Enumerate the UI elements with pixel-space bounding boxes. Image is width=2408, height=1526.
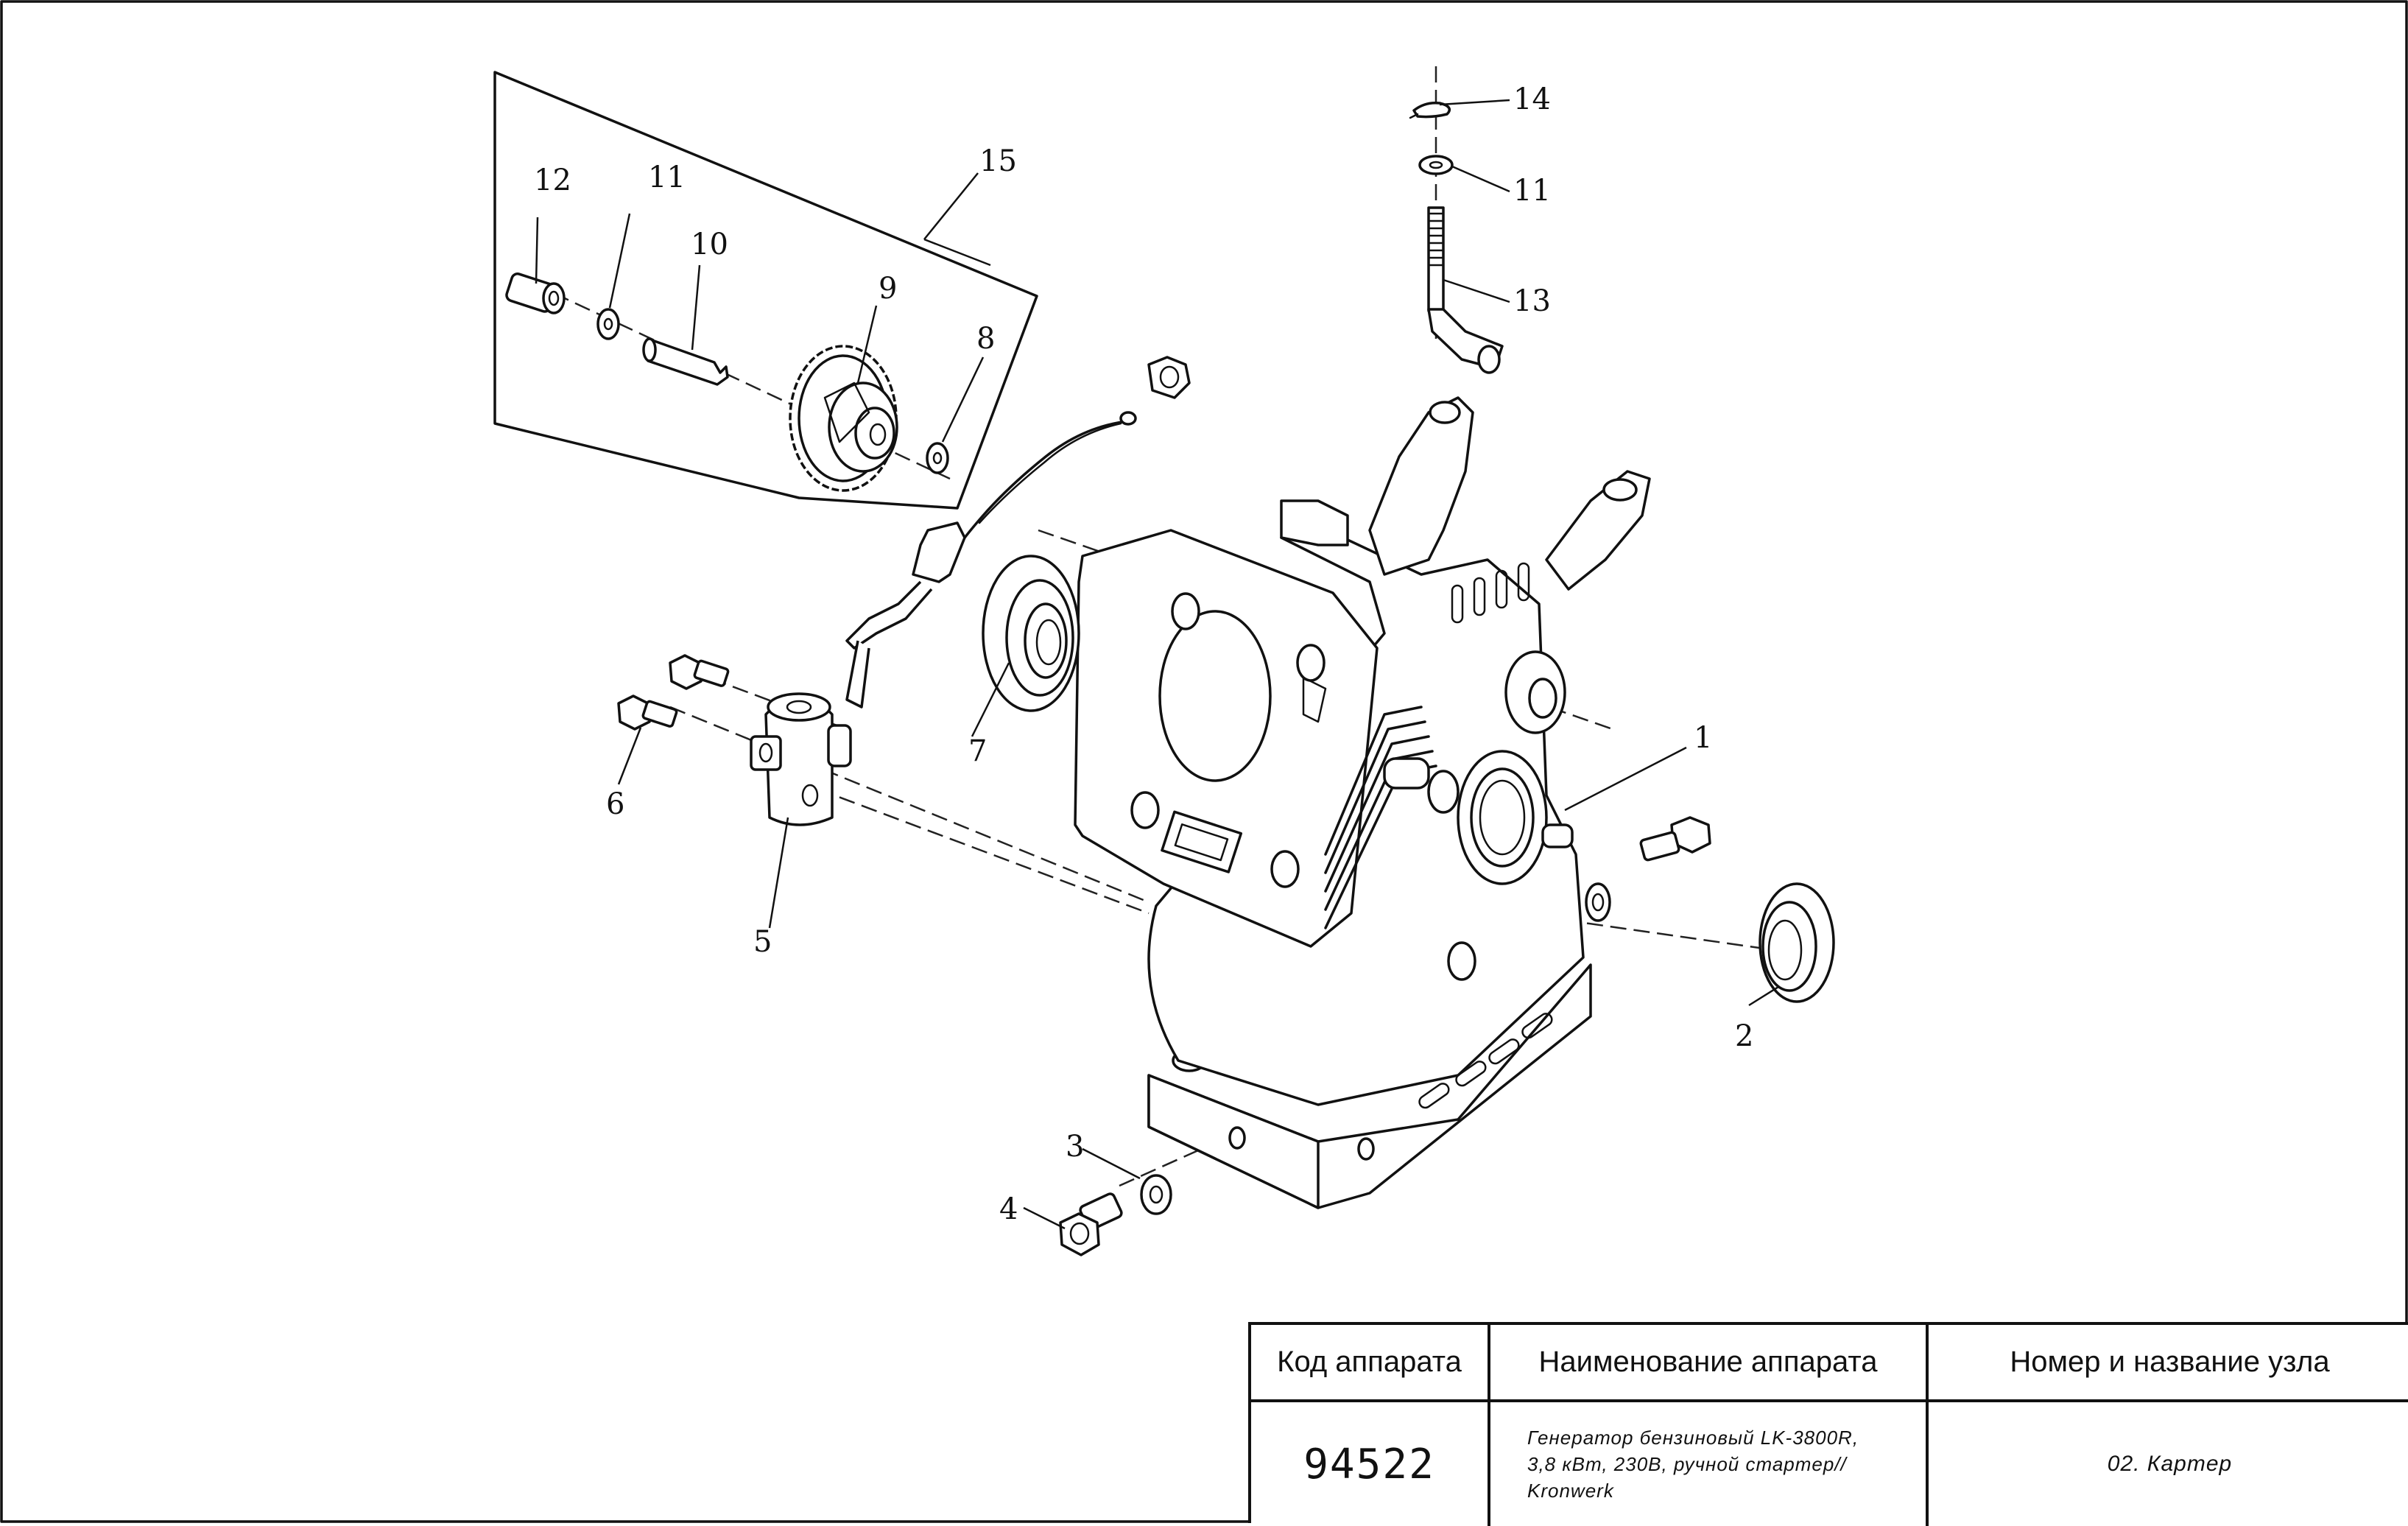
header-unit-number: Номер и название узла (1929, 1325, 2408, 1402)
callout-3: 3 (1066, 1130, 1084, 1164)
part-6-bolts (617, 654, 730, 731)
callout-1: 1 (1694, 721, 1712, 755)
header-device-code: Код аппарата (1251, 1325, 1490, 1402)
title-block: Код аппарата Наименование аппарата Номер… (1248, 1322, 2408, 1526)
right-side-bolt (1639, 816, 1711, 862)
part-11-washer-top (1418, 155, 1454, 175)
callout-7: 7 (968, 734, 987, 768)
part-7-bearing (982, 555, 1080, 712)
callout-5: 5 (753, 925, 772, 959)
right-side-washer (1585, 882, 1611, 922)
crankcase-vents (1451, 562, 1530, 624)
callout-9: 9 (879, 272, 897, 306)
header-device-name: Наименование аппарата (1490, 1325, 1929, 1402)
callout-labels: 12 11 10 9 8 15 14 11 13 1 2 3 4 5 6 7 (534, 82, 1753, 1226)
crankcase-slots (1418, 1013, 1553, 1109)
callout-11-top: 11 (1513, 174, 1551, 208)
part-5-block (750, 692, 852, 826)
device-name-line-2: 3,8 кВт, 230В, ручной стартер// (1527, 1453, 1847, 1475)
part-9-gear (789, 345, 898, 492)
nut-top (1147, 356, 1191, 399)
callout-4: 4 (999, 1192, 1018, 1226)
part-1-crankcase (1074, 396, 1651, 1209)
part-10-shaft (642, 337, 729, 386)
device-code-value: 94522 (1251, 1402, 1490, 1526)
device-name-line-3: Kronwerk (1527, 1480, 1614, 1502)
inset-box-part-15 (493, 71, 1038, 510)
part-12-bushing (505, 272, 566, 314)
callout-11-inset: 11 (648, 161, 686, 194)
callout-13: 13 (1513, 284, 1551, 318)
callout-12: 12 (534, 164, 571, 197)
part-11-washer-inset (596, 308, 620, 340)
part-14-clip (1409, 101, 1451, 119)
part-2-oil-seal (1759, 882, 1835, 1003)
leader-lines (535, 99, 1779, 1230)
device-name-value: Генератор бензиновый LK-3800R, 3,8 кВт, … (1490, 1402, 1929, 1526)
part-3-washer (1140, 1174, 1172, 1215)
device-name-line-1: Генератор бензиновый LK-3800R, (1527, 1427, 1859, 1449)
part-13-rod (1427, 206, 1504, 374)
callout-8: 8 (976, 322, 995, 356)
callout-15: 15 (979, 144, 1017, 178)
unit-name-value: 02. Картер (2107, 1452, 2233, 1476)
part-4-drain-bolt (1059, 1192, 1123, 1256)
callout-10: 10 (691, 228, 728, 261)
governor-linkage (845, 411, 1137, 708)
part-8-washer (926, 442, 949, 474)
callout-14: 14 (1513, 82, 1551, 116)
callout-2: 2 (1735, 1019, 1753, 1053)
callout-6: 6 (606, 787, 624, 821)
